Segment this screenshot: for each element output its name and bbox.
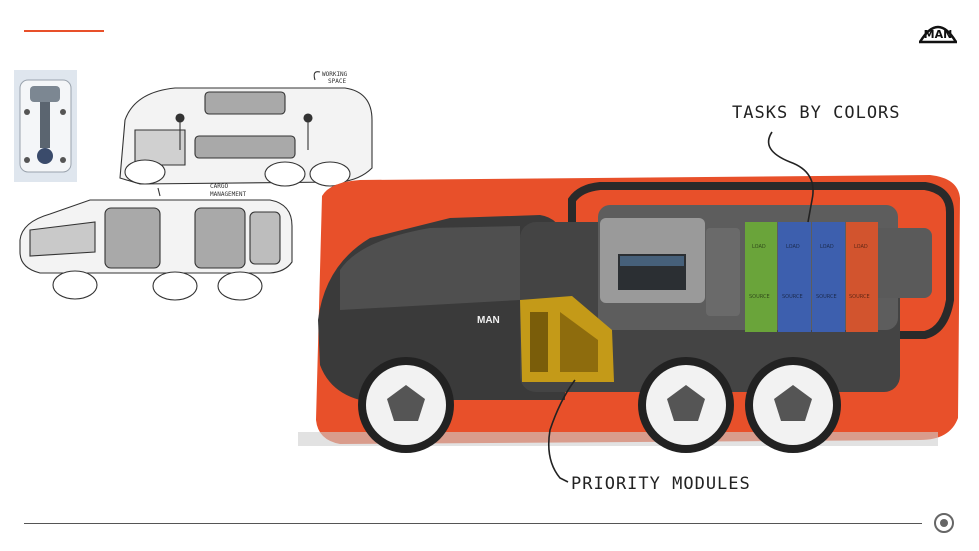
module-4-bottom: SOURCE bbox=[849, 294, 870, 300]
wheel-front bbox=[358, 357, 454, 453]
footer-line bbox=[24, 523, 922, 524]
callout-priority-modules: PRIORITY MODULES bbox=[571, 474, 751, 494]
footer-circle-icon bbox=[934, 513, 954, 533]
wheel-rear-1 bbox=[638, 357, 734, 453]
module-2-top: LOAD bbox=[786, 244, 800, 250]
priority-module bbox=[520, 296, 614, 382]
tasks-leader-line bbox=[767, 131, 814, 223]
module-4-top: LOAD bbox=[854, 244, 868, 250]
module-2-bottom: SOURCE bbox=[782, 294, 803, 300]
man-logo: MAN bbox=[917, 16, 959, 44]
task-module-green bbox=[745, 222, 777, 332]
sketch-cargo-management bbox=[19, 187, 293, 301]
sketch-label-cargo: CARGO bbox=[210, 183, 228, 190]
task-module-blue-1 bbox=[778, 222, 811, 332]
wheel-rear-2 bbox=[745, 357, 841, 453]
priority-leader-line bbox=[547, 379, 576, 483]
module-1-top: LOAD bbox=[752, 244, 766, 250]
module-3-top: LOAD bbox=[820, 244, 834, 250]
sketch-label-working: WORKING bbox=[322, 71, 348, 78]
header-accent-line bbox=[24, 30, 104, 32]
task-modules: LOAD SOURCE LOAD SOURCE LOAD SOURCE LOAD… bbox=[745, 222, 878, 332]
module-1-bottom: SOURCE bbox=[749, 294, 770, 300]
truck-brand-mark: MAN bbox=[477, 315, 500, 326]
man-logo-icon bbox=[918, 25, 958, 44]
task-module-blue-2 bbox=[812, 222, 845, 332]
callout-tasks-by-colors: TASKS BY COLORS bbox=[732, 103, 901, 123]
task-module-red bbox=[846, 222, 878, 332]
sketch-working-space bbox=[119, 71, 373, 187]
truck-wheels bbox=[358, 357, 841, 453]
module-3-bottom: SOURCE bbox=[816, 294, 837, 300]
sketch-label-management: MANAGEMENT bbox=[210, 191, 247, 198]
logo-text: MAN bbox=[923, 28, 953, 41]
sketch-label-space: SPACE bbox=[328, 78, 346, 85]
floor-plan-thumbnail bbox=[14, 70, 77, 182]
